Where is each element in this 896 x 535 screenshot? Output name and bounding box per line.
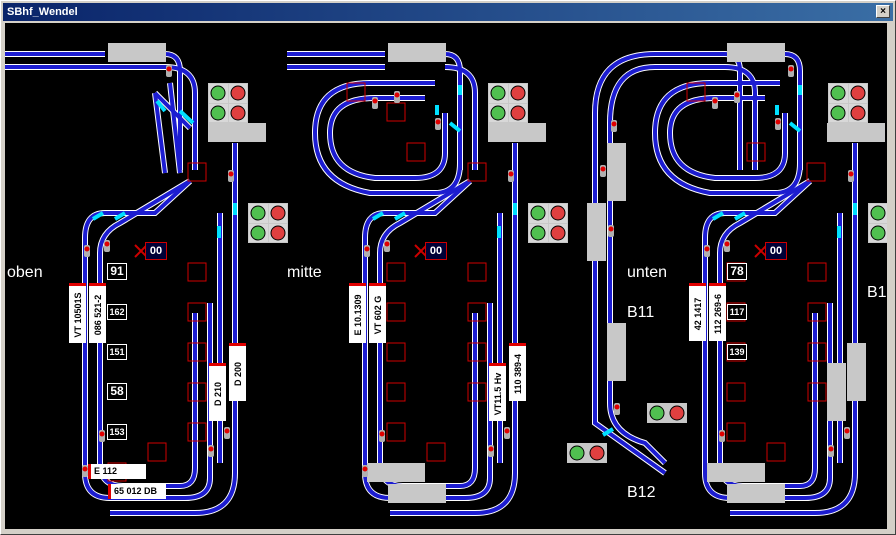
window-title: SBhf_Wendel bbox=[7, 6, 78, 18]
train-tag[interactable]: E 112 bbox=[88, 464, 146, 479]
track-diagram[interactable]: oben mitte unten B11 B12 B1 VT 10501S 08… bbox=[5, 23, 887, 529]
track-layout-svg bbox=[5, 43, 887, 516]
train-tag[interactable]: VT11.5 Hv bbox=[489, 363, 506, 421]
train-tag[interactable]: D 210 bbox=[209, 363, 226, 421]
label-b12: B12 bbox=[627, 484, 656, 501]
block-number[interactable]: 78 bbox=[727, 263, 747, 280]
train-tag[interactable]: VT 10501S bbox=[69, 283, 86, 343]
train-tag[interactable]: 65 012 DB bbox=[108, 484, 166, 499]
section-unten bbox=[566, 43, 887, 516]
train-tag[interactable]: D 200 bbox=[229, 343, 246, 401]
counter-display[interactable]: 00 bbox=[765, 242, 787, 260]
block-number[interactable]: 58 bbox=[107, 383, 127, 400]
title-bar: SBhf_Wendel × bbox=[3, 3, 893, 21]
section-oben bbox=[5, 43, 289, 516]
train-tag[interactable]: 110 389-4 bbox=[509, 343, 526, 401]
block-number[interactable]: 151 bbox=[107, 344, 127, 360]
train-tag[interactable]: VT 602 G bbox=[369, 283, 386, 343]
block-number[interactable]: 139 bbox=[727, 344, 747, 360]
block-number[interactable]: 153 bbox=[107, 424, 127, 440]
close-button[interactable]: × bbox=[876, 5, 890, 18]
counter-display[interactable]: 00 bbox=[425, 242, 447, 260]
block-number[interactable]: 162 bbox=[107, 304, 127, 320]
label-b11: B11 bbox=[627, 304, 655, 321]
label-b1: B1 bbox=[867, 284, 887, 301]
label-unten: unten bbox=[627, 264, 668, 281]
label-oben: oben bbox=[7, 264, 43, 281]
counter-display[interactable]: 00 bbox=[145, 242, 167, 260]
section-mitte bbox=[287, 43, 569, 516]
block-number[interactable]: 91 bbox=[107, 263, 127, 280]
block-number[interactable]: 117 bbox=[727, 304, 747, 320]
train-tag[interactable]: 42 1417 bbox=[689, 283, 706, 341]
train-tag[interactable]: 086 521-2 bbox=[89, 283, 106, 343]
label-mitte: mitte bbox=[287, 264, 322, 281]
train-tag[interactable]: 112 269-6 bbox=[709, 283, 726, 341]
train-tag[interactable]: E 10.1309 bbox=[349, 283, 366, 343]
